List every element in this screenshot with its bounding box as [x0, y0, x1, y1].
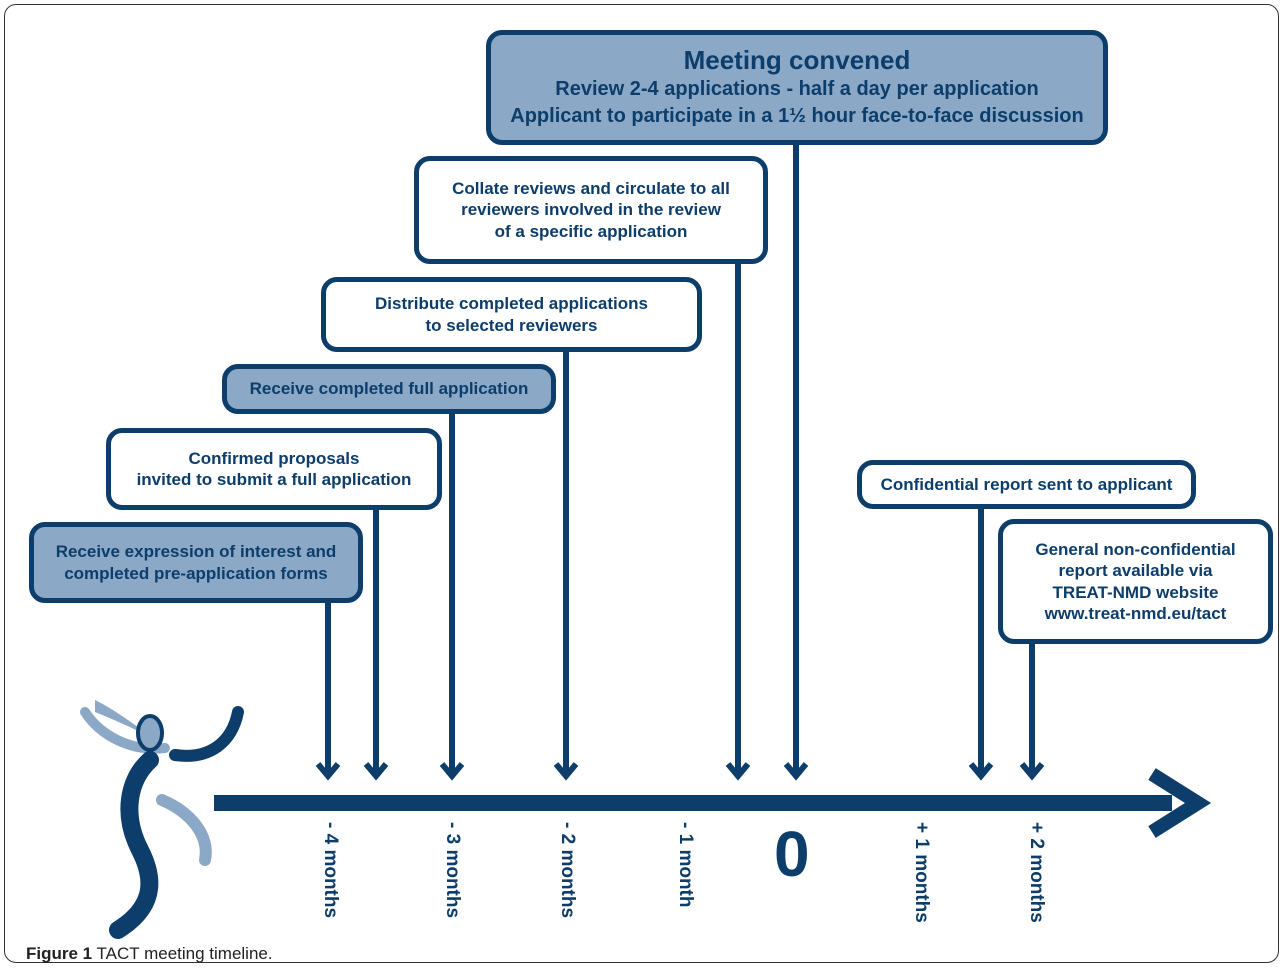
logo-figure-icon: [80, 700, 244, 939]
meeting-line-2: Review 2-4 applications - half a day per…: [555, 78, 1039, 101]
receive-full-application-box: Receive completed full application: [222, 364, 556, 414]
tick-label-minus-1: - 1 month: [675, 822, 696, 908]
tick-label-minus-4: - 4 months: [320, 822, 341, 919]
general-line-4: www.treat-nmd.eu/tact: [1044, 603, 1227, 623]
collate-line-1: Collate reviews and circulate to all: [452, 179, 730, 199]
collate-line-2: reviewers involved in the review: [461, 200, 721, 220]
meeting-convened-box: Meeting convened Review 2-4 applications…: [486, 30, 1108, 145]
distribute-applications-box: Distribute completed applications to sel…: [321, 277, 702, 352]
figure-caption: Figure 1 TACT meeting timeline.: [26, 944, 273, 964]
confirmed-proposals-box: Confirmed proposals invited to submit a …: [106, 428, 442, 510]
eoi-line-2: completed pre-application forms: [64, 563, 328, 583]
general-line-2: report available via: [1058, 561, 1213, 581]
meeting-title: Meeting convened: [683, 44, 911, 75]
distribute-line-1: Distribute completed applications: [375, 294, 648, 314]
general-line-3: TREAT-NMD website: [1052, 582, 1219, 602]
tick-label-minus-3: - 3 months: [442, 822, 463, 919]
general-line-1: General non-confidential: [1035, 540, 1236, 559]
tick-label-minus-2: - 2 months: [557, 822, 578, 919]
confidential-line-1: Confidential report sent to applicant: [880, 474, 1173, 494]
eoi-line-1: Receive expression of interest and: [55, 542, 337, 562]
tick-label-plus-2: + 2 months: [1026, 822, 1047, 923]
caption-text: TACT meeting timeline.: [96, 944, 273, 963]
tick-label-zero: 0: [774, 818, 810, 890]
collate-reviews-box: Collate reviews and circulate to all rev…: [414, 156, 768, 264]
meeting-line-3: Applicant to participate in a 1½ hour fa…: [510, 105, 1084, 128]
tick-label-plus-1: + 1 months: [911, 822, 932, 923]
caption-label: Figure 1: [26, 944, 93, 963]
receive-full-line-1: Receive completed full application: [249, 379, 529, 399]
confidential-report-box: Confidential report sent to applicant: [857, 460, 1196, 509]
confirmed-line-1: Confirmed proposals: [188, 448, 360, 468]
distribute-line-2: to selected reviewers: [425, 315, 598, 335]
timeline-arrowhead: [1148, 768, 1212, 838]
collate-line-3: of a specific application: [494, 221, 688, 241]
connector-lines: [315, 145, 1045, 781]
figure-frame: [4, 4, 1279, 963]
general-report-box: General non-confidential report availabl…: [998, 519, 1273, 644]
receive-expression-of-interest-box: Receive expression of interest and compl…: [29, 522, 363, 603]
confirmed-line-2: invited to submit a full application: [136, 470, 412, 489]
